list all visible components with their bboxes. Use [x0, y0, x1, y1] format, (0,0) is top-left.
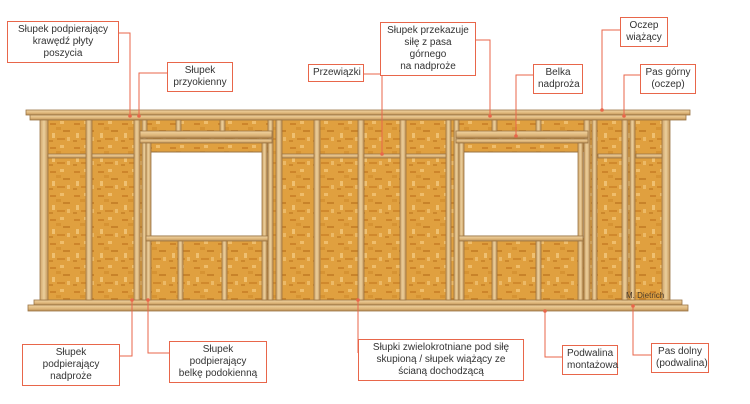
cripple-stud-top: [491, 119, 498, 132]
header-beam-left-lower: [139, 138, 273, 144]
trimmer-stud: [145, 142, 152, 301]
stud: [621, 119, 629, 301]
leader-dot: [600, 108, 604, 112]
noggin: [47, 153, 87, 159]
leader-dot: [137, 114, 141, 118]
label-window-stud: Słupek przyokienny: [167, 62, 233, 92]
stud: [39, 119, 49, 301]
label-edge-stud: Słupek podpierający krawędź płyty poszyc…: [7, 21, 119, 63]
noggin: [91, 153, 135, 159]
stud: [399, 119, 407, 301]
leader-dot: [146, 298, 150, 302]
leader-dot: [356, 298, 360, 302]
leader-dot: [130, 298, 134, 302]
leader-dot: [380, 152, 384, 156]
label-header-support-stud: Słupek podpierający nadproże: [22, 344, 120, 386]
stud: [661, 119, 671, 301]
noggin: [281, 153, 315, 159]
header-beam-right: [455, 130, 589, 139]
leader-header: [515, 74, 533, 136]
label-bottom-plate: Pas dolny (podwalina): [651, 343, 709, 373]
window-sill-left: [145, 235, 269, 242]
cripple-stud-bottom: [491, 240, 498, 301]
stud: [453, 119, 460, 301]
leader-load-transfer: [476, 39, 491, 116]
leader-dot: [622, 114, 626, 118]
label-sole-plate: Podwalina montażowa: [562, 345, 618, 375]
leader-dot: [543, 309, 547, 313]
leader-top-plate: [623, 74, 640, 116]
noggin: [597, 153, 623, 159]
author-credit: M. Dietrich: [626, 291, 665, 300]
leader-dot: [488, 114, 492, 118]
cripple-stud-bottom: [535, 240, 542, 301]
cripple-stud-bottom: [177, 240, 184, 301]
noggin: [635, 153, 663, 159]
trimmer-stud: [577, 142, 584, 301]
cripple-stud-top: [219, 119, 226, 132]
stud: [629, 119, 636, 301]
leader-edge-stud: [119, 32, 131, 116]
window-opening-right: [461, 151, 581, 237]
label-multiple-studs: Słupki zwielokrotniane pod siłę skupioną…: [358, 339, 524, 381]
window-opening-left: [149, 151, 269, 237]
stud: [357, 119, 365, 301]
cripple-stud-top: [535, 119, 542, 132]
stud: [275, 119, 283, 301]
leader-dot: [514, 134, 518, 138]
stud: [313, 119, 321, 301]
tie-plate: [25, 109, 691, 116]
leader-dot: [631, 304, 635, 308]
leader-dots: [128, 108, 635, 313]
stud: [267, 119, 274, 301]
label-top-plate: Pas górny (oczep): [640, 64, 696, 94]
label-tie-plate: Oczep wiążący: [620, 17, 668, 47]
stud: [85, 119, 93, 301]
stud: [445, 119, 452, 301]
cripple-stud-bottom: [221, 240, 228, 301]
leader-bottom-plate: [632, 306, 651, 356]
leader-window-stud: [138, 72, 167, 116]
leader-tie-plate: [601, 29, 620, 110]
label-sill-support-stud: Słupek podpierający belkę podokienną: [169, 341, 267, 383]
leader-sill-support: [147, 300, 169, 354]
noggin: [405, 153, 447, 159]
label-header-beam: Belka nadproża: [533, 64, 583, 94]
trimmer-stud: [458, 142, 465, 301]
trimmer-stud: [261, 142, 268, 301]
stud: [591, 119, 598, 301]
header-beam-right-lower: [455, 138, 589, 144]
header-beam-left: [139, 130, 273, 139]
label-noggins: Przewiązki: [308, 64, 364, 82]
leader-sole-plate: [544, 311, 562, 358]
cripple-stud-top: [175, 119, 182, 132]
stud: [133, 119, 141, 301]
noggin: [319, 153, 359, 159]
label-load-transfer-stud: Słupek przekazuje siłę z pasa górnego na…: [380, 22, 476, 76]
leader-dot: [128, 114, 132, 118]
window-openings: [149, 151, 581, 237]
stud: [583, 119, 591, 301]
leader-header-support: [120, 300, 133, 357]
window-sill-right: [458, 235, 584, 242]
